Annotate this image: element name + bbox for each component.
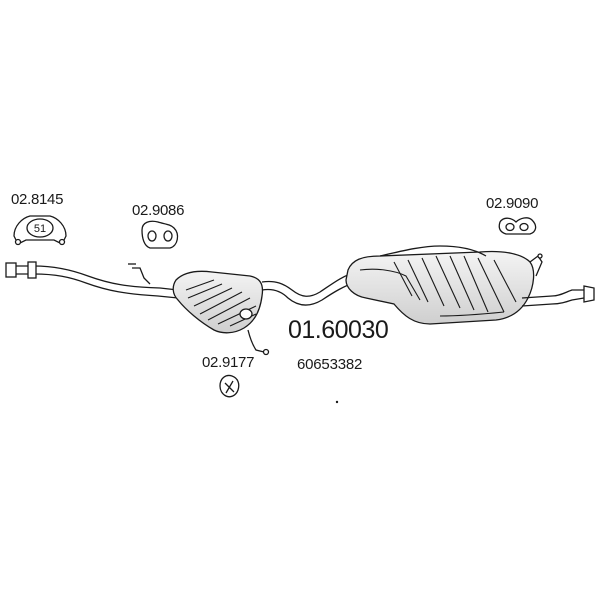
assembly-part-number: 01.60030 (288, 316, 389, 344)
part-label-02-9090: 02.9090 (486, 195, 539, 212)
rear-silencer (345, 245, 543, 325)
tail-pipe (521, 285, 595, 307)
assembly-oem-number: 60653382 (297, 356, 363, 373)
clamp-icon (13, 215, 67, 246)
rubber-hanger-icon (141, 220, 179, 249)
gasket-icon (219, 374, 240, 398)
clamp-size-label: 51 (34, 223, 46, 235)
part-label-02-9177: 02.9177 (202, 354, 255, 371)
rubber-hanger-icon (498, 217, 537, 235)
mark-dot (335, 400, 339, 404)
part-label-02-9086: 02.9086 (132, 202, 185, 219)
connecting-pipe (247, 271, 357, 356)
part-label-02-8145: 02.8145 (11, 191, 64, 208)
middle-silencer (172, 270, 264, 334)
front-pipe (5, 261, 179, 299)
